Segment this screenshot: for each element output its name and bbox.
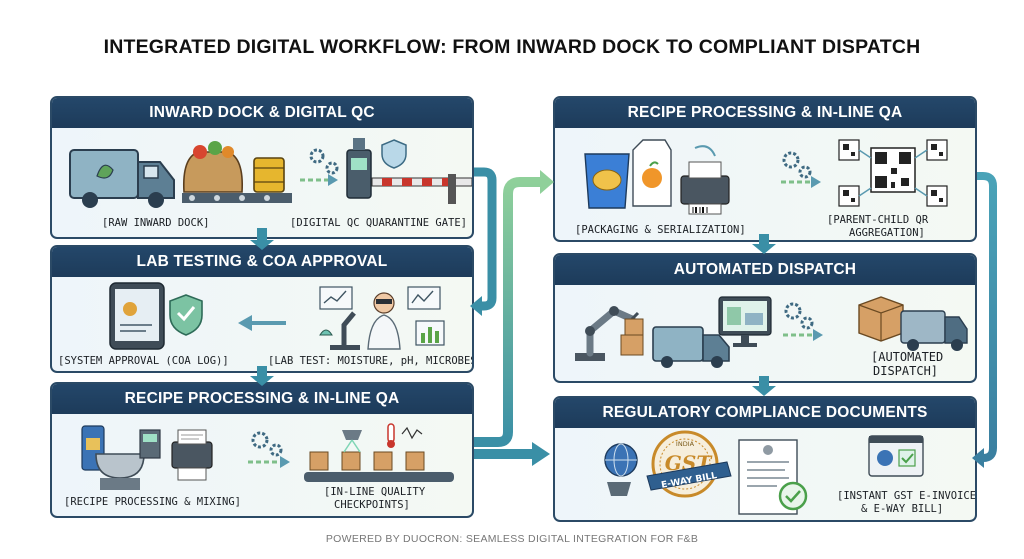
recipe-left-scene bbox=[81, 423, 454, 490]
flow-arrow-icon bbox=[248, 456, 290, 468]
conveyor-icon bbox=[304, 430, 454, 482]
caption-automated-dispatch-1: [AUTOMATED bbox=[871, 350, 944, 364]
caption-qc-gate: [DIGITAL QC QUARANTINE GATE] bbox=[290, 217, 468, 229]
delivery-truck-icon bbox=[900, 310, 968, 351]
scientist-icon bbox=[367, 292, 401, 350]
caption-gst-einvoice-2: & E-WAY BILL] bbox=[861, 503, 944, 515]
invoice-screen-icon bbox=[868, 435, 924, 477]
delivery-truck-icon bbox=[69, 149, 175, 208]
qc-scanner-icon bbox=[346, 138, 372, 199]
gear-icon bbox=[251, 431, 283, 457]
tablet-icon bbox=[109, 282, 165, 350]
inward-scene bbox=[69, 138, 472, 208]
regulatory-scene: INDIA GST E-WAY BILL bbox=[604, 430, 924, 515]
recipe-right-scene bbox=[584, 139, 948, 215]
caption-recipe-mixing: [RECIPE PROCESSING & MIXING] bbox=[64, 496, 242, 508]
snack-pack-icon bbox=[584, 153, 630, 209]
shield-check-icon bbox=[169, 294, 203, 336]
panel-title: AUTOMATED DISPATCH bbox=[555, 255, 975, 285]
juice-carton-icon bbox=[632, 139, 672, 207]
globe-icon bbox=[604, 443, 638, 496]
panel-title: RECIPE PROCESSING & IN-LINE QA bbox=[52, 384, 472, 414]
panel-title: LAB TESTING & COA APPROVAL bbox=[52, 247, 472, 277]
qr-code-icon bbox=[838, 139, 948, 207]
caption-inline-quality-2: CHECKPOINTS] bbox=[334, 499, 410, 511]
box-icon bbox=[858, 296, 904, 342]
caption-parent-child-qr-2: AGGREGATION] bbox=[849, 227, 925, 239]
lab-scene bbox=[109, 282, 445, 350]
caption-lab-test: [LAB TEST: MOISTURE, pH, MICROBES] bbox=[268, 355, 474, 367]
caption-parent-child-qr-1: [PARENT-CHILD QR bbox=[827, 214, 929, 226]
panel-title: RECIPE PROCESSING & IN-LINE QA bbox=[555, 98, 975, 128]
caption-system-approval: [SYSTEM APPROVAL (COA LOG)] bbox=[58, 355, 229, 367]
flow-arrow-icon bbox=[300, 174, 338, 186]
document-icon bbox=[738, 439, 808, 515]
barrier-gate-icon bbox=[371, 174, 472, 204]
panel-automated-dispatch: AUTOMATED DISPATCH bbox=[553, 253, 977, 383]
caption-packaging-serialization: [PACKAGING & SERIALIZATION] bbox=[575, 224, 746, 236]
caption-raw-inward-dock: [RAW INWARD DOCK] bbox=[102, 217, 210, 229]
box-icon bbox=[620, 318, 644, 356]
microscope-icon bbox=[319, 311, 360, 350]
thermometer-icon bbox=[387, 423, 423, 448]
chart-icon bbox=[319, 286, 445, 346]
produce-sack-icon bbox=[182, 141, 292, 203]
panel-inward-dock: INWARD DOCK & DIGITAL QC bbox=[50, 96, 474, 239]
footer-text: POWERED BY DUOCRON: SEAMLESS DIGITAL INT… bbox=[325, 533, 699, 545]
page-title: INTEGRATED DIGITAL WORKFLOW: FROM INWARD… bbox=[103, 36, 921, 58]
dispatch-scene bbox=[575, 296, 968, 368]
mixer-icon bbox=[95, 429, 161, 490]
delivery-truck-icon bbox=[652, 326, 730, 368]
panel-title: INWARD DOCK & DIGITAL QC bbox=[52, 98, 472, 128]
flow-arrow-icon bbox=[781, 176, 821, 188]
caption-gst-einvoice-1: [INSTANT GST E-INVOICE bbox=[837, 490, 977, 502]
printer-icon bbox=[171, 429, 213, 481]
left-arrow-icon bbox=[238, 315, 286, 331]
gear-icon bbox=[309, 148, 339, 175]
panel-regulatory-compliance: REGULATORY COMPLIANCE DOCUMENTS INDIA GS… bbox=[553, 396, 977, 522]
transfer-arrow-to-regulatory bbox=[474, 442, 550, 466]
badge-small-text: INDIA bbox=[676, 440, 695, 448]
gear-icon bbox=[782, 151, 812, 179]
panel-recipe-processing-left: RECIPE PROCESSING & IN-LINE QA bbox=[50, 382, 474, 518]
oil-barrel-icon bbox=[253, 157, 285, 193]
panel-lab-testing: LAB TESTING & COA APPROVAL bbox=[50, 245, 474, 373]
gear-icon bbox=[784, 302, 814, 330]
caption-automated-dispatch-2: DISPATCH] bbox=[873, 364, 939, 378]
printer-icon bbox=[680, 145, 730, 215]
transfer-arrow-to-right-recipe bbox=[474, 170, 554, 447]
caption-inline-quality-1: [IN-LINE QUALITY bbox=[324, 486, 426, 498]
gst-badge-icon: INDIA GST E-WAY BILL bbox=[646, 430, 732, 498]
panel-recipe-processing-right: RECIPE PROCESSING & IN-LINE QA bbox=[553, 96, 977, 242]
shield-icon bbox=[381, 139, 407, 169]
panel-title: REGULATORY COMPLIANCE DOCUMENTS bbox=[555, 398, 975, 428]
flow-arrow-icon bbox=[783, 329, 823, 341]
monitor-icon bbox=[718, 296, 772, 347]
